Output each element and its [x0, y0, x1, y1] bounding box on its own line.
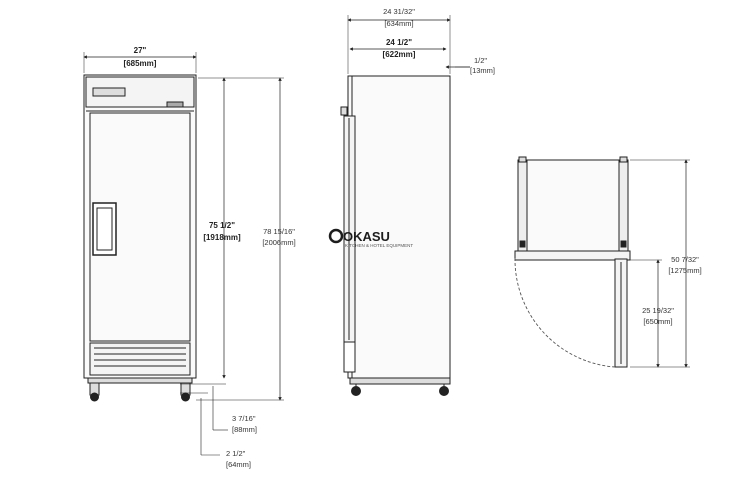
door-thickness-imperial: 1/2"	[474, 56, 487, 65]
top-cabinet	[517, 159, 629, 252]
front-width-imperial: 27"	[134, 46, 147, 55]
dim-top-door-swing: 50 7/32" [1275mm]	[630, 159, 702, 368]
dim-top-door-width: 25 19/32" [650mm]	[630, 259, 674, 368]
front-base-frame	[87, 377, 193, 384]
front-total-height-metric: [2006mm]	[262, 238, 295, 247]
side-caster-rear	[439, 386, 449, 396]
top-view	[514, 156, 631, 368]
side-total-depth-imperial: 24 31/32"	[383, 7, 415, 16]
top-door-closed	[514, 250, 631, 261]
door-swing-metric: [1275mm]	[668, 266, 701, 275]
watermark-tagline: KITCHEN & HOTEL EQUIPMENT	[345, 243, 413, 248]
side-cabinet	[347, 75, 451, 379]
side-handle	[340, 106, 348, 116]
dim-caster	[180, 383, 228, 456]
dim-side-door-thickness: 1/2" [13mm]	[445, 56, 495, 75]
front-body-height-imperial: 75 1/2"	[209, 221, 235, 230]
dim-front-total-height: 78 15/16" [2006mm]	[196, 77, 296, 401]
door-swing-arc	[514, 257, 616, 368]
okasu-watermark: OKASU KITCHEN & HOTEL EQUIPMENT	[328, 228, 413, 248]
caster-height-imperial: 3 7/16"	[232, 414, 256, 423]
side-total-depth-metric: [634mm]	[384, 19, 413, 28]
side-view	[340, 75, 451, 396]
dim-front-body-height: 75 1/2" [1918mm]	[198, 77, 241, 379]
door-thickness-metric: [13mm]	[470, 66, 495, 75]
front-body-height-metric: [1918mm]	[203, 233, 241, 242]
caster-height-metric: [88mm]	[232, 425, 257, 434]
side-body-depth-metric: [622mm]	[383, 50, 416, 59]
dim-side-body-depth: 24 1/2" [622mm]	[349, 38, 447, 59]
dim-side-total-depth: 24 31/32" [634mm]	[347, 7, 451, 74]
front-view	[83, 74, 197, 402]
caster-offset-imperial: 2 1/2"	[226, 449, 246, 458]
side-body-depth-imperial: 24 1/2"	[386, 38, 412, 47]
front-logo-plate	[166, 101, 184, 108]
front-width-metric: [685mm]	[124, 59, 157, 68]
dim-front-width: 27" [685mm]	[83, 46, 197, 73]
door-width-metric: [650mm]	[643, 317, 672, 326]
door-width-imperial: 25 19/32"	[642, 306, 674, 315]
side-caster-front	[351, 386, 361, 396]
watermark-brand: OKASU	[343, 229, 390, 244]
door-swing-imperial: 50 7/32"	[671, 255, 699, 264]
side-base	[349, 377, 451, 385]
caster-offset-metric: [64mm]	[226, 460, 251, 469]
front-display-panel	[92, 87, 126, 97]
front-total-height-imperial: 78 15/16"	[263, 227, 295, 236]
